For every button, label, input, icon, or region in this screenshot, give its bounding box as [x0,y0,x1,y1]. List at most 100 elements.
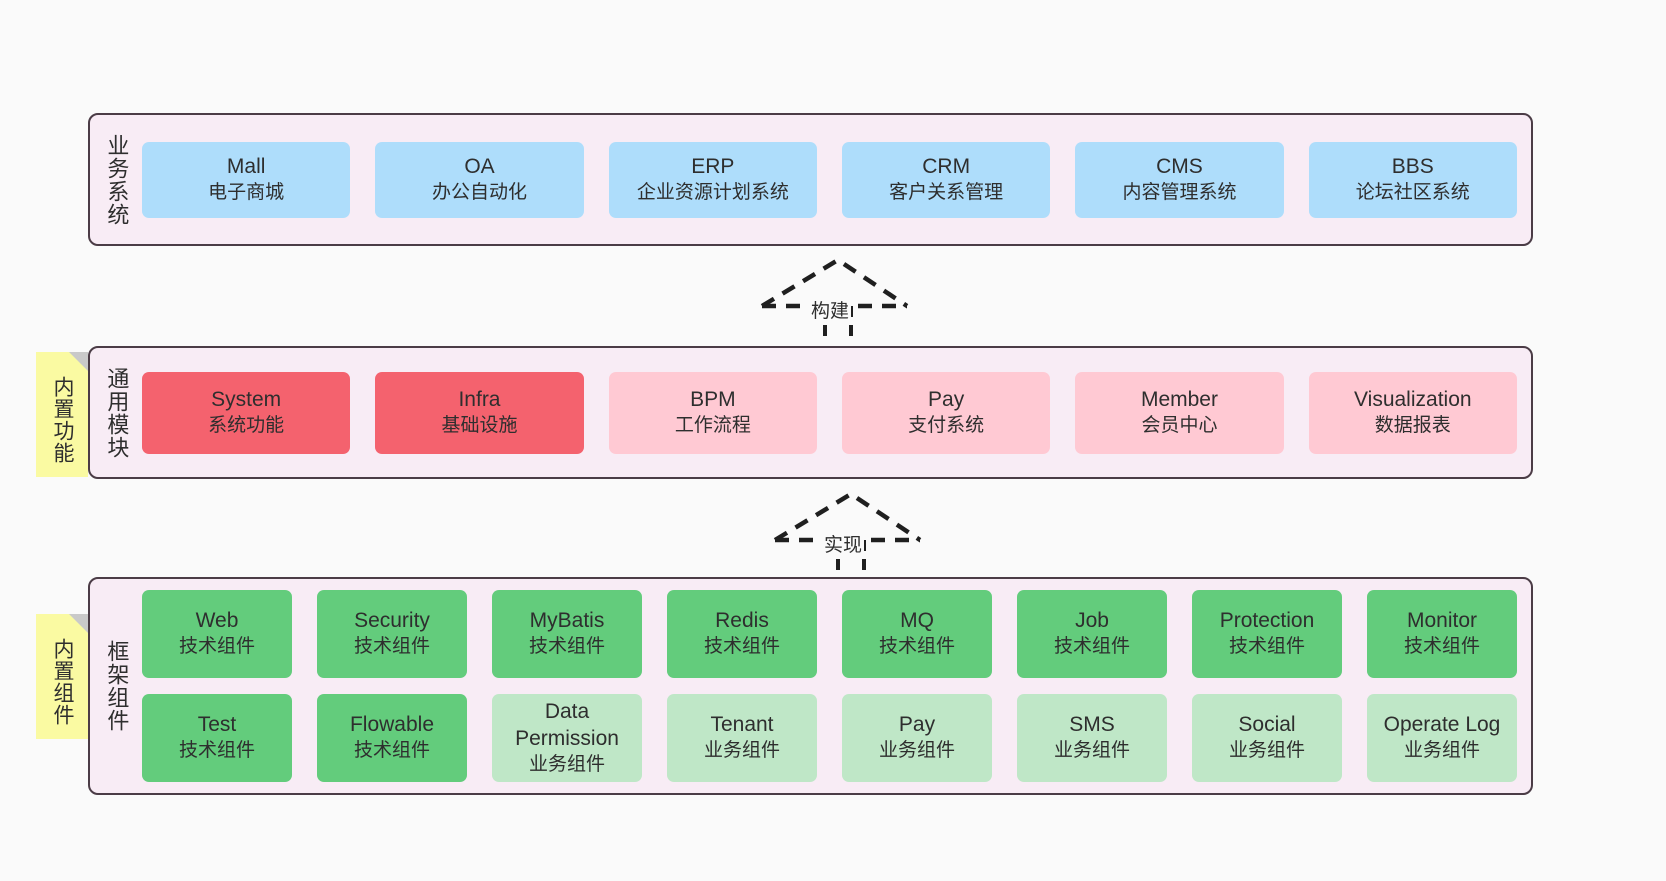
node-title: Data Permission [515,699,619,750]
node-title: Monitor [1406,609,1478,633]
node-title: OA [464,154,495,178]
node-title: Security [354,609,430,633]
framework-biz-row: Test 技术组件 Flowable 技术组件 Data Permission … [142,694,1517,782]
node-subtitle: 业务组件 [1403,740,1480,762]
layer-business-systems: 业务系统 Mall 电子商城 OA 办公自动化 ERP 企业资源计划系统 CRM… [88,113,1533,246]
note-builtin-features-label: 内置功能 [50,375,74,464]
node-subtitle: 业务组件 [703,740,780,762]
node-subtitle: 技术组件 [1403,636,1480,658]
node-subtitle: 基础设施 [441,414,518,436]
node-title: BBS [1391,154,1434,178]
node-sms[interactable]: SMS 业务组件 [1017,694,1167,782]
connector-implement-label: 实现 [822,530,865,557]
node-title: Operate Log [1383,713,1501,737]
node-title: Redis [715,609,769,633]
node-subtitle: 技术组件 [703,636,780,658]
node-title: SMS [1069,713,1115,737]
node-title: Social [1238,713,1296,737]
node-subtitle: 办公自动化 [431,181,527,203]
node-bbs[interactable]: BBS 论坛社区系统 [1308,141,1517,218]
node-subtitle: 技术组件 [178,636,255,658]
node-mall[interactable]: Mall 电子商城 [142,141,351,218]
node-cms[interactable]: CMS 内容管理系统 [1075,141,1284,218]
connector-implement: 实现 [770,491,922,578]
node-mybatis[interactable]: MyBatis 技术组件 [492,590,642,678]
node-subtitle: 会员中心 [1141,414,1218,436]
node-system[interactable]: System 系统功能 [142,371,351,454]
node-visualization[interactable]: Visualization 数据报表 [1308,371,1517,454]
node-protection[interactable]: Protection 技术组件 [1192,590,1342,678]
layer-title-business: 业务系统 [104,133,130,226]
node-operate-log[interactable]: Operate Log 业务组件 [1367,694,1517,782]
node-subtitle: 客户关系管理 [889,181,1004,203]
node-subtitle: 技术组件 [528,636,605,658]
node-title: Job [1075,609,1109,633]
layer-body-business: Mall 电子商城 OA 办公自动化 ERP 企业资源计划系统 CRM 客户关系… [142,115,1531,244]
node-title: Pay [928,387,965,411]
node-redis[interactable]: Redis 技术组件 [667,590,817,678]
node-member[interactable]: Member 会员中心 [1075,371,1284,454]
node-subtitle: 技术组件 [878,636,955,658]
node-oa[interactable]: OA 办公自动化 [375,141,584,218]
node-job[interactable]: Job 技术组件 [1017,590,1167,678]
node-subtitle: 系统功能 [208,414,285,436]
node-social[interactable]: Social 业务组件 [1192,694,1342,782]
node-pay-component[interactable]: Pay 业务组件 [842,694,992,782]
node-title: Visualization [1354,387,1472,411]
node-title: Mall [226,154,266,178]
node-test[interactable]: Test 技术组件 [142,694,292,782]
node-flowable[interactable]: Flowable 技术组件 [317,694,467,782]
node-subtitle: 电子商城 [208,181,285,203]
node-title: Protection [1219,609,1315,633]
connector-build: 构建 [757,257,909,344]
node-subtitle: 数据报表 [1374,414,1451,436]
node-subtitle: 技术组件 [353,636,430,658]
node-erp[interactable]: ERP 企业资源计划系统 [608,141,817,218]
node-mq[interactable]: MQ 技术组件 [842,590,992,678]
node-crm[interactable]: CRM 客户关系管理 [841,141,1051,218]
node-subtitle: 技术组件 [353,740,430,762]
node-title: ERP [691,154,735,178]
node-subtitle: 企业资源计划系统 [636,181,789,203]
node-title: Pay [898,713,936,737]
node-subtitle: 技术组件 [1228,636,1305,658]
node-subtitle: 支付系统 [908,414,985,436]
node-subtitle: 内容管理系统 [1122,181,1237,203]
business-node-row: Mall 电子商城 OA 办公自动化 ERP 企业资源计划系统 CRM 客户关系… [142,141,1517,218]
node-title: Tenant [710,713,774,737]
layer-body-framework: Web 技术组件 Security 技术组件 MyBatis 技术组件 Redi… [142,579,1531,793]
node-infra[interactable]: Infra 基础设施 [375,371,584,454]
node-subtitle: 论坛社区系统 [1355,181,1470,203]
framework-tech-row: Web 技术组件 Security 技术组件 MyBatis 技术组件 Redi… [142,590,1517,678]
node-subtitle: 工作流程 [674,414,751,436]
layer-title-framework: 框架组件 [104,640,130,732]
node-title: Infra [458,387,501,411]
node-bpm[interactable]: BPM 工作流程 [608,371,817,454]
node-title: CMS [1156,154,1203,178]
node-pay[interactable]: Pay 支付系统 [841,371,1051,454]
connector-build-label: 构建 [809,296,852,323]
node-title: System [211,387,282,411]
note-builtin-components-label: 内置组件 [50,637,74,726]
layer-title-common: 通用模块 [104,366,130,459]
node-tenant[interactable]: Tenant 业务组件 [667,694,817,782]
layer-common-modules: 通用模块 System 系统功能 Infra 基础设施 BPM 工作流程 Pay… [88,346,1533,479]
node-monitor[interactable]: Monitor 技术组件 [1367,590,1517,678]
node-subtitle: 业务组件 [878,740,955,762]
node-web[interactable]: Web 技术组件 [142,590,292,678]
node-security[interactable]: Security 技术组件 [317,590,467,678]
node-title: Member [1140,387,1218,411]
common-node-row: System 系统功能 Infra 基础设施 BPM 工作流程 Pay 支付系统… [142,371,1517,454]
node-title: Flowable [349,713,435,737]
node-subtitle: 业务组件 [528,753,605,775]
node-title: CRM [922,154,971,178]
node-subtitle: 技术组件 [178,740,255,762]
node-subtitle: 业务组件 [1228,740,1305,762]
note-builtin-components: 内置组件 [36,614,88,739]
node-title: Test [197,713,237,737]
node-subtitle: 技术组件 [1053,636,1130,658]
node-title: BPM [690,387,736,411]
node-title: MyBatis [529,609,605,633]
node-data-permission[interactable]: Data Permission 业务组件 [492,694,642,782]
